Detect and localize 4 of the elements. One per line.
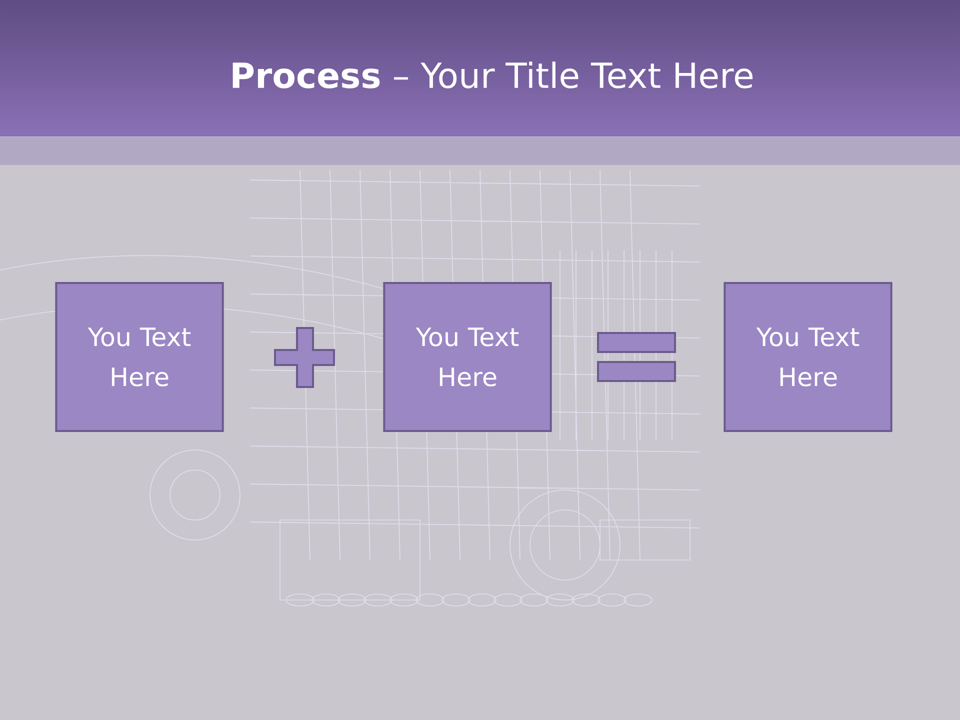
process-box: You Text Here (55, 282, 224, 432)
process-box: You Text Here (383, 282, 552, 432)
slide-title: Process – Your Title Text Here (232, 62, 753, 88)
process-box: You Text Here (724, 282, 892, 432)
